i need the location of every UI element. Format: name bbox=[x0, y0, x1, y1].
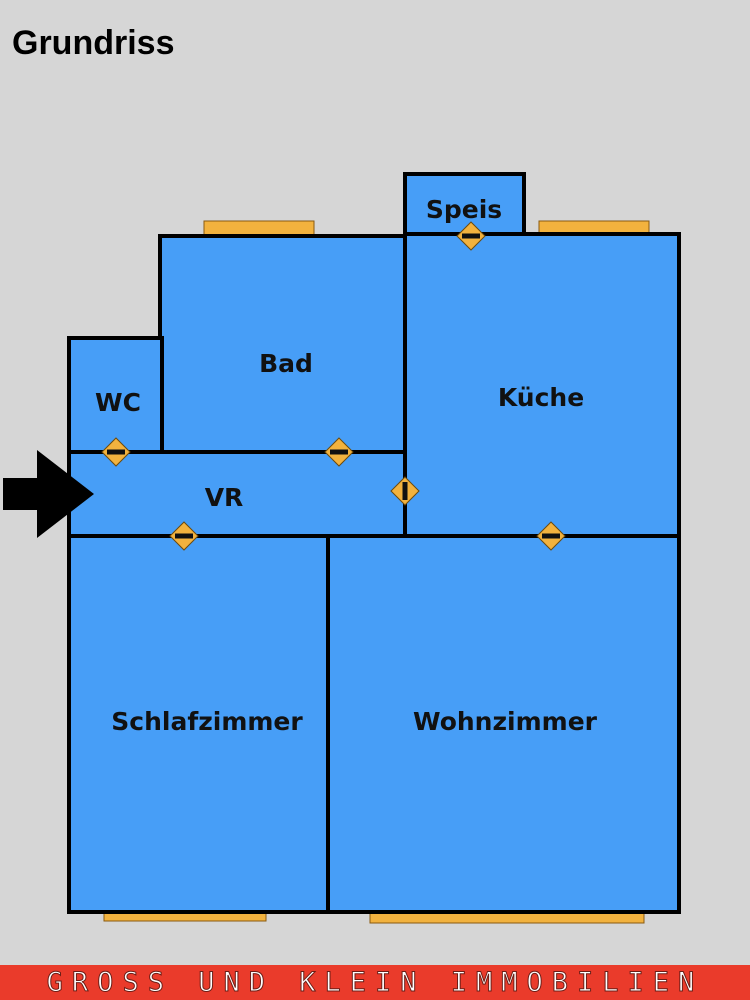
label-speis: Speis bbox=[426, 195, 502, 224]
door-marker-icon bbox=[536, 521, 566, 551]
label-schlafzimmer: Schlafzimmer bbox=[111, 707, 303, 736]
door-marker-icon bbox=[169, 521, 199, 551]
room-wc bbox=[67, 336, 164, 454]
room-kueche bbox=[403, 232, 681, 538]
door-marker-icon bbox=[101, 437, 131, 467]
label-wc: WC bbox=[95, 388, 141, 417]
door-marker-icon bbox=[390, 476, 420, 506]
room-speis bbox=[403, 172, 526, 238]
room-wohnzimmer bbox=[326, 534, 681, 914]
label-kueche: Küche bbox=[498, 383, 584, 412]
footer-text: GROSS UND KLEIN IMMOBILIEN bbox=[46, 967, 704, 999]
door-marker-icon bbox=[324, 437, 354, 467]
label-bad: Bad bbox=[259, 349, 313, 378]
label-wohnzimmer: Wohnzimmer bbox=[413, 707, 598, 736]
floor-plan: Speis Bad WC Küche VR Schlafzimmer Wohnz… bbox=[3, 172, 681, 924]
room-bad bbox=[158, 234, 407, 454]
footer-banner: GROSS UND KLEIN IMMOBILIEN bbox=[0, 965, 750, 1000]
door-marker-icon bbox=[456, 221, 486, 251]
label-vr: VR bbox=[205, 483, 244, 512]
room-schlafzimmer bbox=[67, 534, 330, 914]
room-vr bbox=[67, 450, 407, 538]
entrance-arrow-icon bbox=[3, 450, 94, 538]
page-title: Grundriss bbox=[12, 24, 175, 62]
